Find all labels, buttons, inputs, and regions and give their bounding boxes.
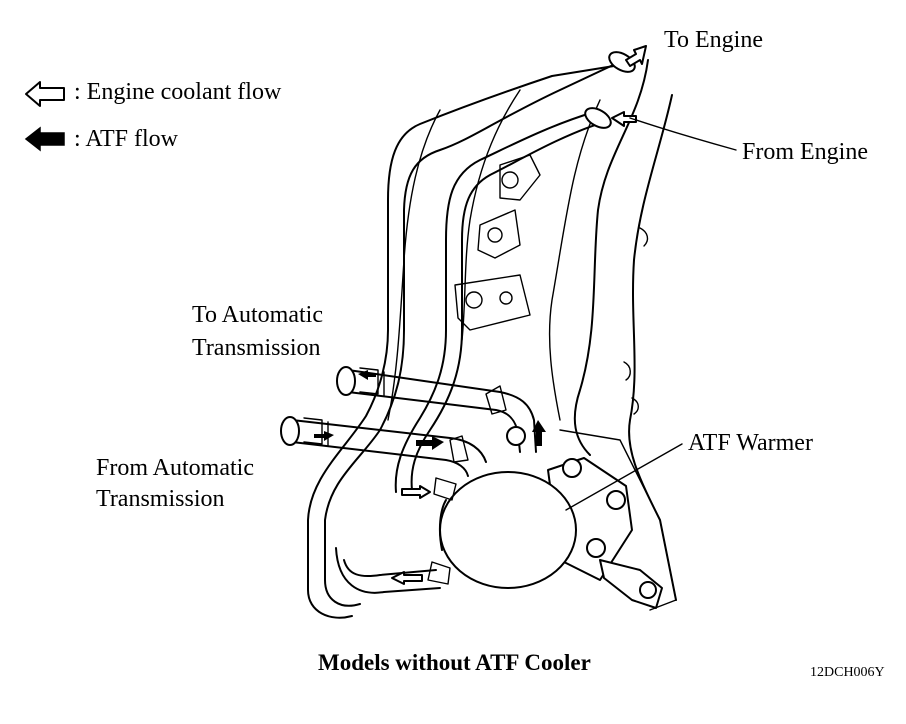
legend: : Engine coolant flow : ATF flow xyxy=(24,79,282,152)
figure-code: 12DCH006Y xyxy=(810,665,885,680)
coolant-arrow-icon xyxy=(391,571,423,585)
atf-hoses xyxy=(280,366,537,477)
coolant-out-arrow-icon xyxy=(625,45,647,67)
leader-lines xyxy=(565,117,737,511)
hollow-arrow-left-icon xyxy=(25,81,65,107)
figure-caption: Models without ATF Cooler xyxy=(318,650,591,675)
atf-warmer xyxy=(427,457,663,609)
atf-arrow-icon xyxy=(358,370,376,380)
label-from-at-line2: Transmission xyxy=(96,486,224,512)
label-to-at-line1: To Automatic xyxy=(192,302,323,328)
label-from-at-line1: From Automatic xyxy=(96,455,254,481)
flow-arrows xyxy=(314,45,647,585)
label-to-engine: To Engine xyxy=(664,27,763,53)
legend-coolant-label: : Engine coolant flow xyxy=(74,79,282,105)
legend-atf-label: : ATF flow xyxy=(74,126,179,152)
label-to-at-line2: Transmission xyxy=(192,335,320,361)
label-from-engine: From Engine xyxy=(742,139,868,165)
atf-arrow-icon xyxy=(314,431,334,441)
coolant-arrow-icon xyxy=(401,485,431,499)
atf-arrow-icon xyxy=(416,436,444,450)
coolant-in-arrow-icon xyxy=(611,111,637,127)
labels: To Engine From Engine To Automatic Trans… xyxy=(96,27,868,512)
label-atf-warmer: ATF Warmer xyxy=(688,430,813,456)
solid-arrow-left-icon xyxy=(24,126,65,152)
atf-arrow-icon xyxy=(532,420,546,446)
